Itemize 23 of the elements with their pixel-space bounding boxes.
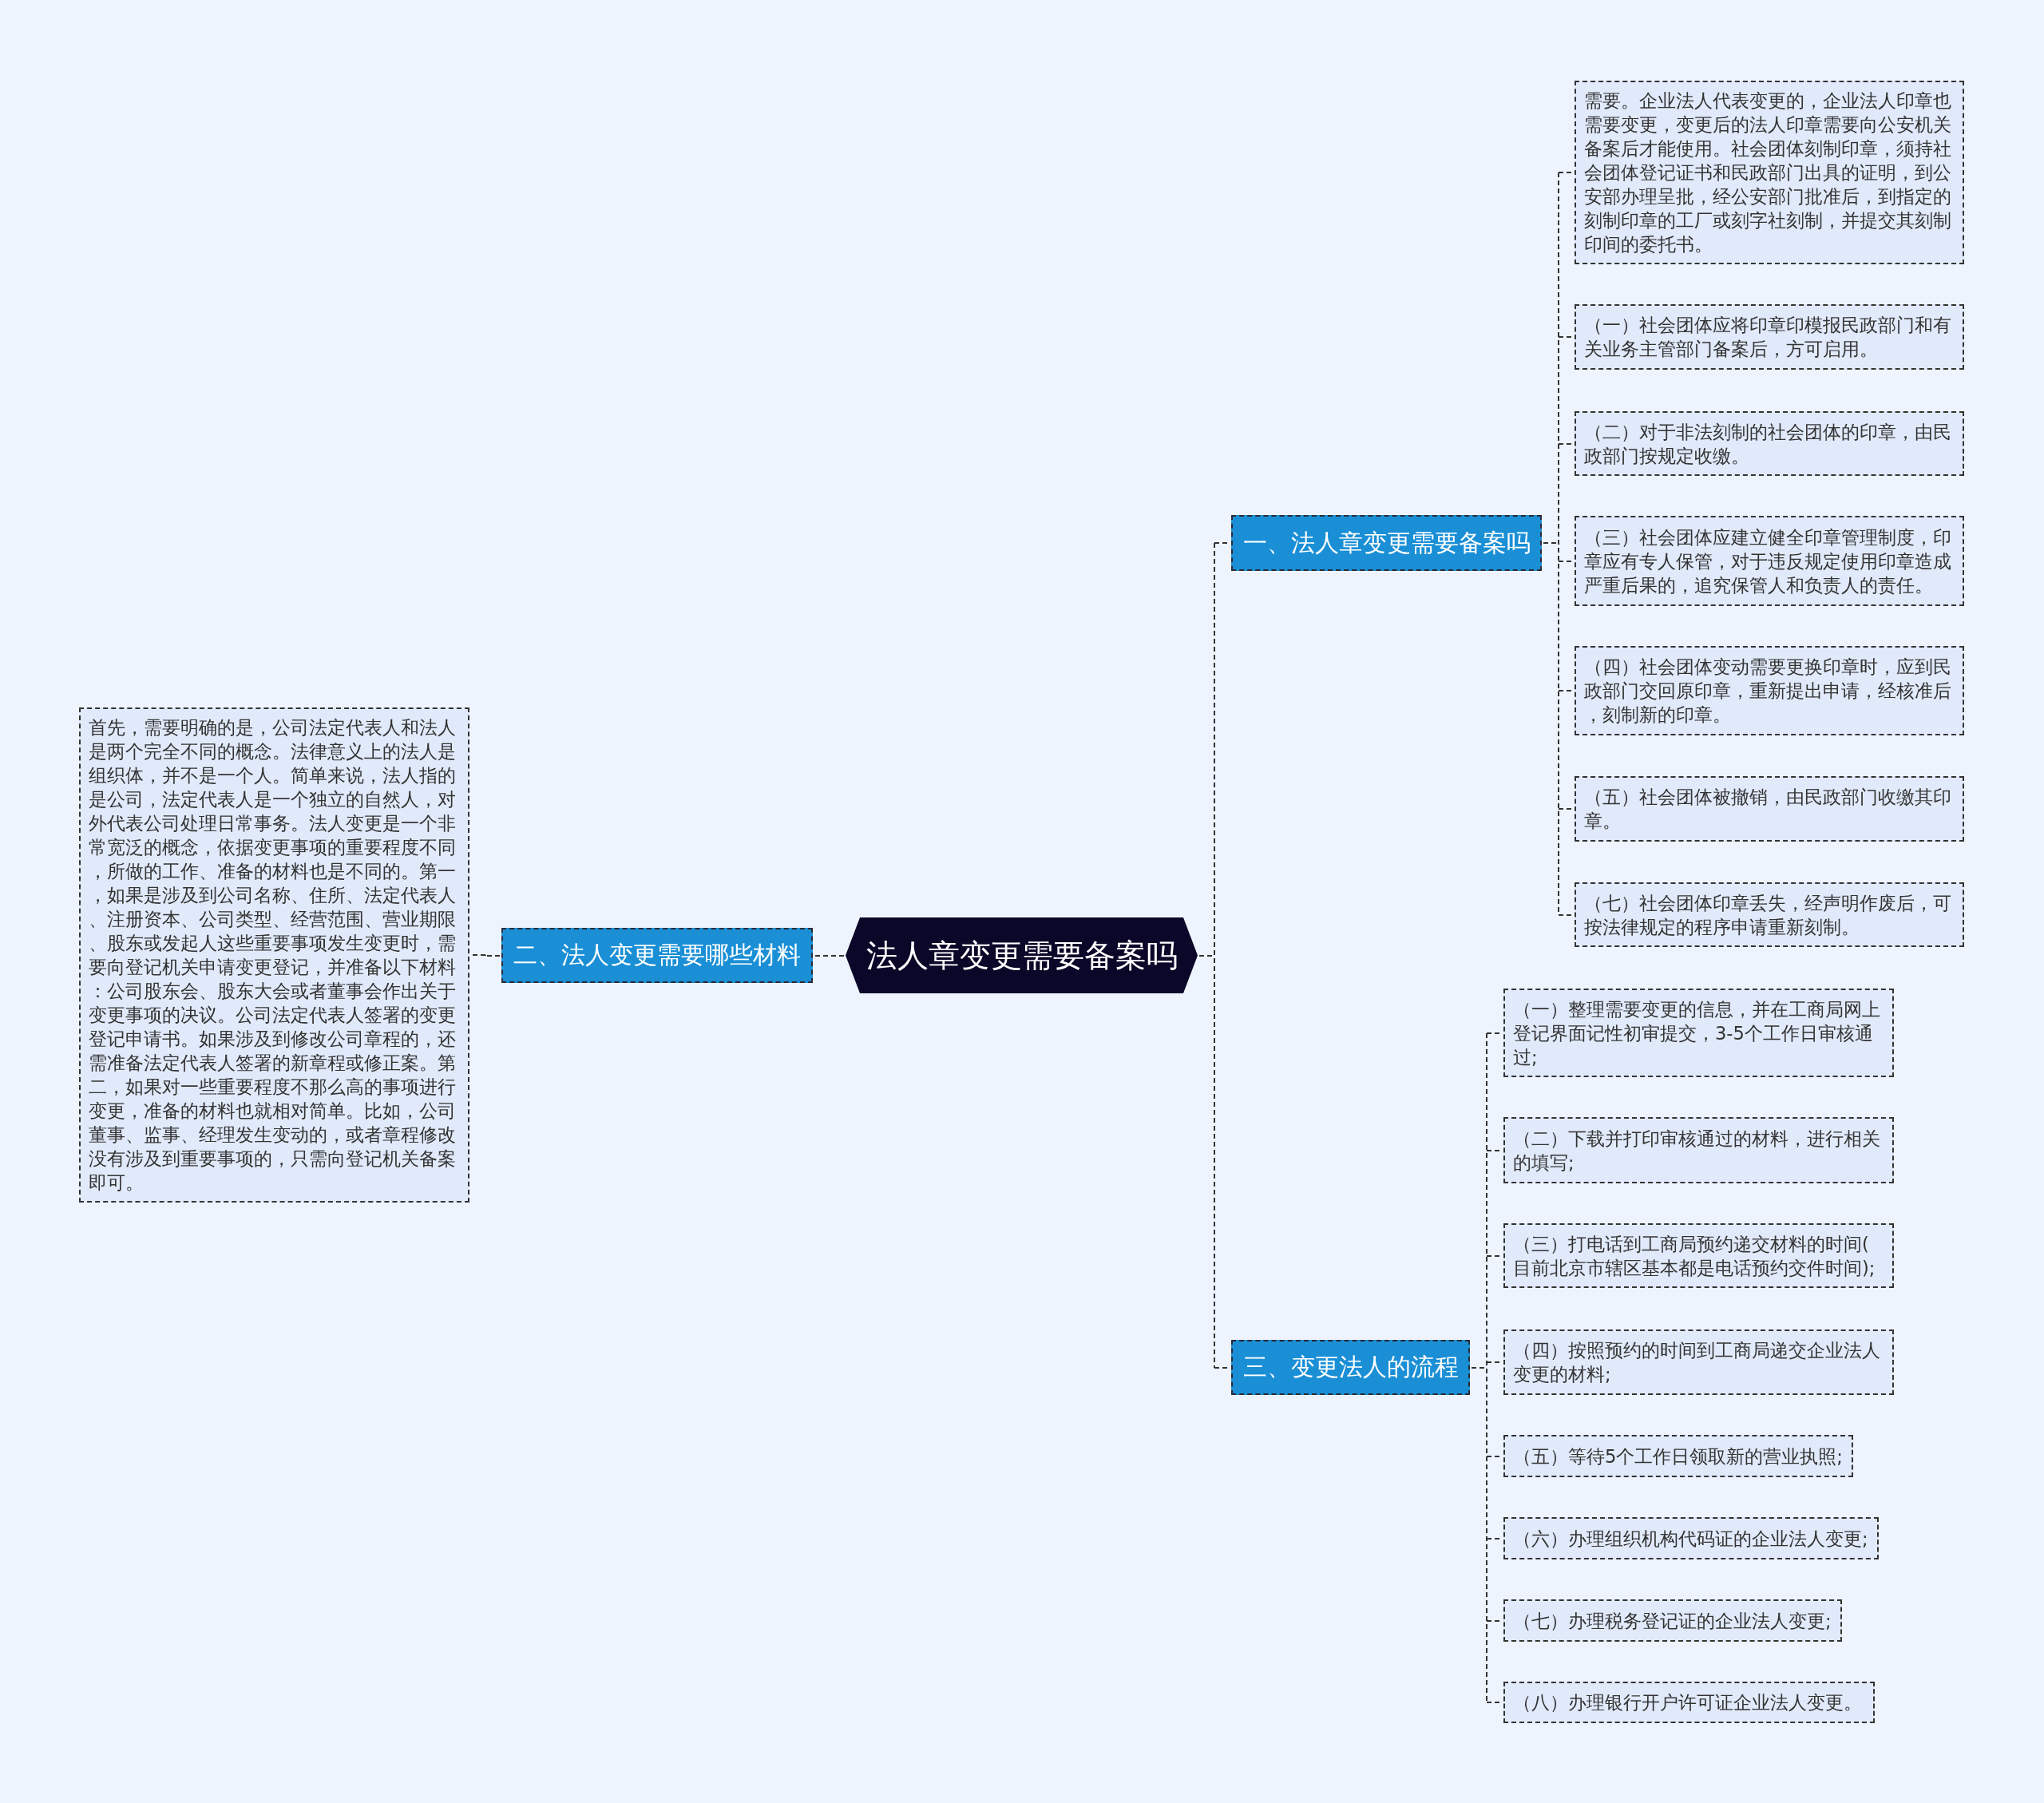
note-box: 首先，需要明确的是，公司法定代表人和法人是两个完全不同的概念。法律意义上的法人是组织体，并不是一个人。简单来说，法人指的是公司，法定代表人是一个独立的自然人，对外代表公司处理日常事务。法人变更是一个非常宽泛的概念，依据变更事项的重要程度不同，所做的工作、准备的材料也是不同的。第一，如果是涉及到公司名称、住所、法定代表人、注册资本、公司类型、经营范围、营业期限、股东或发起人这些重要事项发生变更时，需要向登记机关申请变更登记，并准备以下材料：公司股东会、股东大会或者董事会作出关于变更事项的决议。公司法定代表人签署的变更登记申请书。如果涉及到修改公司章程的，还需准备法定代表人签署的新章程或修正案。第二，如果对一些重要程度不那么高的事项进行变更，准备的材料也就相对简单。比如，公司董事、监事、经理发生变动的，或者章程修改没有涉及到重要事项的，只需向登记机关备案即可。 — [79, 707, 469, 1203]
connector-line — [470, 954, 501, 957]
note-box: （一）社会团体应将印章印模报民政部门和有关业务主管部门备案后，方可启用。 — [1575, 304, 1964, 370]
connector-line — [1543, 172, 1574, 916]
note-box: （七）社会团体印章丢失，经声明作废后，可按法律规定的程序申请重新刻制。 — [1575, 882, 1964, 947]
note-box: （四）按照预约的时间到工商局递交企业法人变更的材料; — [1503, 1329, 1894, 1395]
topic-box: 一、法人章变更需要备案吗 — [1231, 515, 1542, 571]
note-box: （五）社会团体被撤销，由民政部门收缴其印章。 — [1575, 776, 1964, 842]
connector-line — [814, 955, 845, 957]
note-box: （二）下载并打印审核通过的材料，进行相关的填写; — [1503, 1117, 1894, 1183]
topic-box: 三、变更法人的流程 — [1231, 1340, 1470, 1395]
note-box: （三）打电话到工商局预约递交材料的时间(目前北京市辖区基本都是电话预约交件时间); — [1503, 1223, 1894, 1288]
topic-box: 二、法人变更需要哪些材料 — [501, 928, 813, 983]
note-box: （一）整理需要变更的信息，并在工商局网上登记界面记性初审提交，3-5个工作日审核通过; — [1503, 989, 1894, 1077]
note-box: （六）办理组织机构代码证的企业法人变更; — [1503, 1517, 1879, 1559]
note-box: （八）办理银行开户许可证企业法人变更。 — [1503, 1682, 1875, 1723]
note-box: （七）办理税务登记证的企业法人变更; — [1503, 1599, 1842, 1642]
note-box: 需要。企业法人代表变更的，企业法人印章也需要变更，变更后的法人印章需要向公安机关备案后才能使用。社会团体刻制印章，须持社会团体登记证书和民政部门出具的证明，到公安部办理呈批，经公安部门批准后，到指定的刻制印章的工厂或刻字社刻制，并提交其刻制印间的委托书。 — [1575, 81, 1964, 264]
note-box: （四）社会团体变动需要更换印章时，应到民政部门交回原印章，重新提出申请，经核准后，刻制新的印章。 — [1575, 646, 1964, 735]
central-topic-hexagon: 法人章变更需要备案吗 — [846, 917, 1198, 993]
note-box: （二）对于非法刻制的社会团体的印章，由民政部门按规定收缴。 — [1575, 411, 1964, 476]
note-box: （三）社会团体应建立健全印章管理制度，印章应有专人保管，对于违反规定使用印章造成严重后果的，追究保管人和负责人的责任。 — [1575, 516, 1964, 606]
note-box: （五）等待5个工作日领取新的营业执照; — [1503, 1435, 1853, 1477]
